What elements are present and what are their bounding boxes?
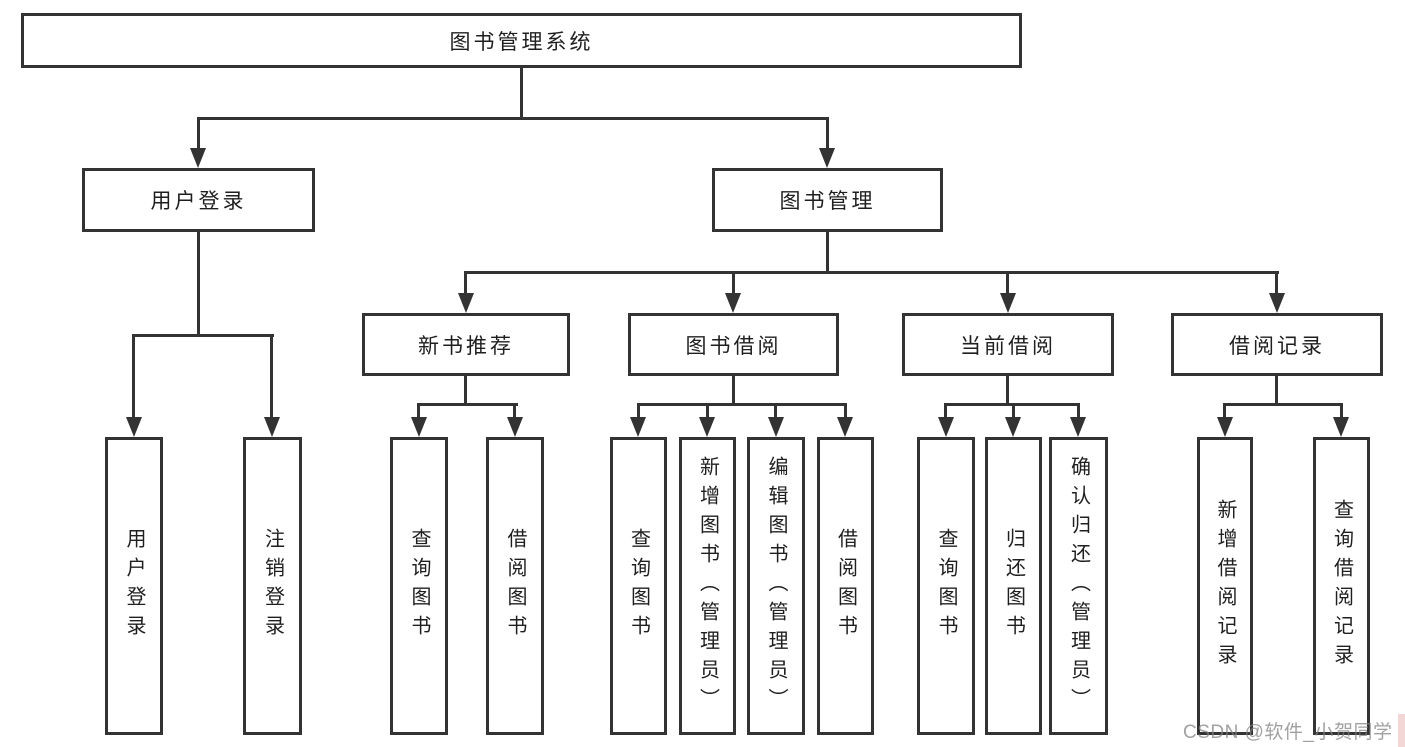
arrowhead-down-icon [1269, 293, 1285, 313]
leaf-borrow-query-label: 查询图书 [627, 528, 650, 644]
node-book-borrow-label: 图书借阅 [685, 334, 782, 358]
leaf-current-return: 归还图书 [985, 437, 1042, 735]
connector-line [513, 406, 516, 419]
connector-line [1223, 406, 1226, 419]
connector-line [1223, 403, 1343, 406]
connector-line [464, 274, 467, 295]
connector-line [1340, 406, 1343, 419]
node-user-login: 用户登录 [82, 168, 315, 232]
connector-line [826, 120, 829, 150]
leaf-current-confirm: 确认归还（管理员） [1049, 437, 1108, 735]
leaf-borrow-borrow: 借阅图书 [817, 437, 874, 735]
leaf-newbook-borrow-label: 借阅图书 [504, 528, 526, 644]
connector-line [732, 274, 735, 295]
connector-line [1275, 274, 1278, 295]
arrowhead-down-icon [1333, 417, 1349, 437]
leaf-newbook-query-label: 查询图书 [408, 528, 430, 644]
arrowhead-down-icon [819, 148, 835, 168]
connector-line [1077, 406, 1080, 419]
connector-line [637, 403, 847, 406]
connector-line [132, 334, 274, 337]
node-root: 图书管理系统 [21, 13, 1022, 68]
connector-line [464, 271, 1279, 274]
node-borrow-record-label: 借阅记录 [1229, 334, 1325, 358]
connector-line [826, 232, 829, 274]
arrowhead-down-icon [411, 417, 427, 437]
node-book-mgmt-label: 图书管理 [779, 190, 876, 213]
connector-line [844, 406, 847, 419]
node-current-borrow-label: 当前借阅 [960, 334, 1056, 358]
connector-line [417, 403, 518, 406]
arrowhead-down-icon [458, 293, 474, 313]
leaf-logout-label: 注销登录 [261, 528, 284, 644]
connector-line [1006, 376, 1009, 406]
arrowhead-down-icon [1000, 293, 1016, 313]
node-current-borrow: 当前借阅 [902, 313, 1114, 376]
node-new-book-label: 新书推荐 [418, 334, 514, 358]
leaf-newbook-query: 查询图书 [390, 437, 448, 735]
connector-line [774, 406, 777, 419]
arrowhead-down-icon [768, 417, 784, 437]
arrowhead-down-icon [1070, 417, 1086, 437]
arrowhead-down-icon [1217, 417, 1233, 437]
connector-line [464, 376, 467, 406]
connector-line [197, 232, 200, 335]
connector-line [1012, 406, 1015, 419]
leaf-logout: 注销登录 [243, 437, 302, 735]
connector-line [132, 337, 135, 419]
leaf-newbook-borrow: 借阅图书 [486, 437, 544, 735]
leaf-borrow-edit-label: 编辑图书（管理员） [765, 455, 787, 717]
connector-line [706, 406, 709, 419]
connector-line [637, 406, 640, 419]
corner-accent-strip [1398, 714, 1405, 747]
arrowhead-down-icon [699, 417, 715, 437]
leaf-current-confirm-label: 确认归还（管理员） [1067, 455, 1090, 717]
leaf-borrow-add: 新增图书（管理员） [679, 437, 736, 735]
arrowhead-down-icon [837, 417, 853, 437]
node-borrow-record: 借阅记录 [1171, 313, 1383, 376]
node-user-login-label: 用户登录 [150, 190, 247, 213]
arrowhead-down-icon [126, 417, 142, 437]
node-book-borrow: 图书借阅 [628, 313, 839, 376]
leaf-record-query: 查询借阅记录 [1313, 437, 1370, 735]
arrowhead-down-icon [264, 417, 280, 437]
leaf-user-login-label: 用户登录 [123, 528, 145, 644]
connector-line [417, 406, 420, 419]
leaf-borrow-add-label: 新增图书（管理员） [696, 455, 719, 717]
node-new-book: 新书推荐 [362, 313, 570, 376]
connector-line [1006, 274, 1009, 295]
node-root-label: 图书管理系统 [449, 30, 594, 54]
leaf-borrow-edit: 编辑图书（管理员） [747, 437, 805, 735]
connector-line [944, 403, 1080, 406]
connector-line [944, 406, 947, 419]
leaf-record-query-label: 查询借阅记录 [1330, 499, 1353, 673]
connector-line [197, 117, 829, 120]
connector-line [732, 376, 735, 406]
node-book-mgmt: 图书管理 [712, 168, 943, 232]
arrowhead-down-icon [725, 293, 741, 313]
arrowhead-down-icon [938, 417, 954, 437]
connector-line [520, 68, 523, 119]
arrowhead-down-icon [1005, 417, 1021, 437]
connector-line [270, 337, 273, 419]
connector-line [1275, 376, 1278, 406]
leaf-record-add: 新增借阅记录 [1197, 437, 1253, 735]
watermark-text: CSDN @软件_小贺同学 [1183, 722, 1393, 743]
arrowhead-down-icon [630, 417, 646, 437]
leaf-borrow-borrow-label: 借阅图书 [834, 528, 857, 644]
leaf-current-return-label: 归还图书 [1002, 528, 1025, 644]
leaf-record-add-label: 新增借阅记录 [1214, 499, 1236, 673]
leaf-borrow-query: 查询图书 [610, 437, 667, 735]
arrowhead-down-icon [507, 417, 523, 437]
connector-line [197, 120, 200, 150]
arrowhead-down-icon [190, 148, 206, 168]
leaf-current-query-label: 查询图书 [935, 528, 957, 644]
leaf-current-query: 查询图书 [917, 437, 975, 735]
leaf-user-login: 用户登录 [105, 437, 163, 735]
